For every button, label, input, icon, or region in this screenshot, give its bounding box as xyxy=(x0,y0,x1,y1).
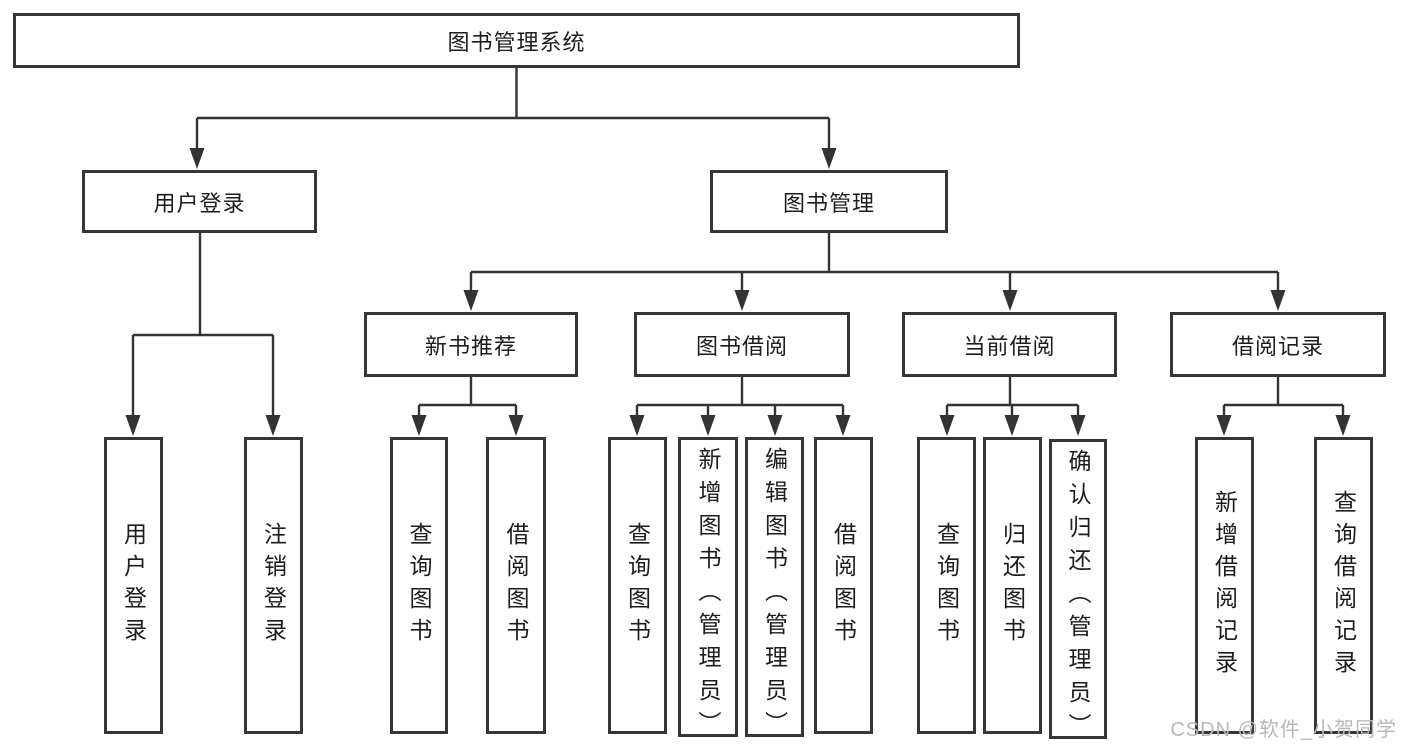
connectors-borrowing-records xyxy=(1216,377,1351,436)
leaf-return-books: 归还图书 xyxy=(983,437,1042,734)
node-borrowing-records: 借阅记录 xyxy=(1170,312,1386,377)
connectors-new-book-recommendation xyxy=(411,377,524,436)
connectors-book-borrowing xyxy=(629,377,851,436)
leaf-borrow-books-recommend: 借阅图书 xyxy=(486,437,546,734)
leaf-query-borrow-record: 查询借阅记录 xyxy=(1314,437,1373,734)
leaf-add-borrow-record: 新增借阅记录 xyxy=(1195,437,1254,734)
node-new-book-recommendation: 新书推荐 xyxy=(364,312,578,377)
node-book-management: 图书管理 xyxy=(710,170,948,233)
node-book-borrowing: 图书借阅 xyxy=(634,312,850,377)
leaf-logout: 注销登录 xyxy=(244,437,303,734)
node-library-management-system: 图书管理系统 xyxy=(13,13,1020,68)
leaf-edit-books-admin: 编辑图书（管理员） xyxy=(745,437,804,744)
leaf-confirm-return-admin: 确认归还（管理员） xyxy=(1049,439,1107,746)
leaf-add-books-admin: 新增图书（管理员） xyxy=(678,437,738,744)
node-current-borrowing: 当前借阅 xyxy=(902,312,1117,377)
node-user-login: 用户登录 xyxy=(82,170,317,233)
leaf-borrow-books: 借阅图书 xyxy=(814,437,873,734)
connectors-book-management xyxy=(463,233,1286,311)
connectors-root xyxy=(189,68,837,169)
leaf-query-books-borrow: 查询图书 xyxy=(608,437,667,734)
connectors-user-login xyxy=(125,233,281,436)
leaf-query-books-current: 查询图书 xyxy=(917,437,976,734)
connectors-current-borrowing xyxy=(939,377,1086,436)
leaf-query-books-recommend: 查询图书 xyxy=(390,437,448,734)
leaf-user-login: 用户登录 xyxy=(104,437,163,734)
csdn-watermark: CSDN @软件_小贺同学 xyxy=(1170,719,1397,741)
